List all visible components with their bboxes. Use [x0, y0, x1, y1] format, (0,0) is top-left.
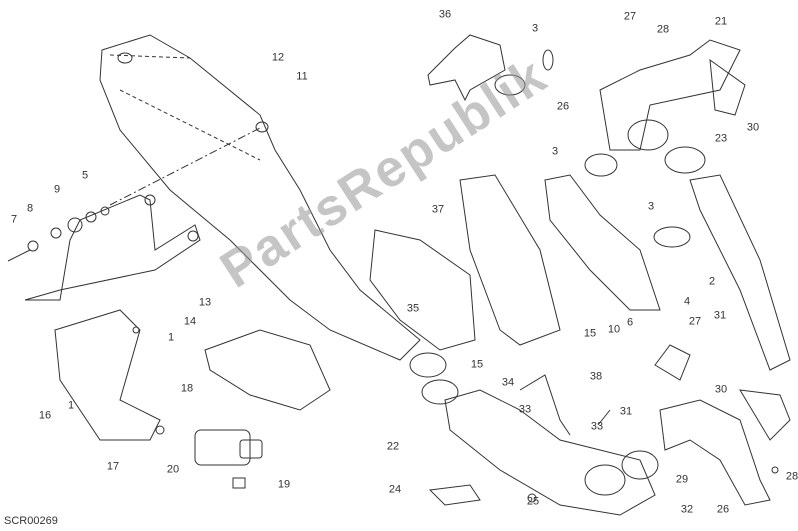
- callout-26: 26: [556, 100, 570, 113]
- cover-37: [369, 229, 476, 351]
- callout-31: 31: [619, 405, 633, 418]
- callout-1: 1: [167, 331, 175, 344]
- callout-2: 2: [708, 275, 716, 288]
- callout-25: 25: [526, 495, 540, 508]
- callout-26: 26: [716, 503, 730, 516]
- callout-22: 22: [386, 440, 400, 453]
- bracket-part: [24, 194, 201, 301]
- callout-16: 16: [38, 409, 52, 422]
- valve-bracket-part: [204, 329, 331, 411]
- callout-28: 28: [785, 470, 798, 483]
- heat-guard-part: [54, 309, 161, 441]
- callout-30: 30: [714, 383, 728, 396]
- callout-37: 37: [431, 203, 445, 216]
- callout-38: 38: [589, 370, 603, 383]
- callout-1: 1: [67, 399, 75, 412]
- callout-13: 13: [198, 296, 212, 309]
- callout-3: 3: [551, 145, 559, 158]
- callout-12: 12: [271, 51, 285, 64]
- callout-33: 33: [590, 420, 604, 433]
- cover-36: [427, 34, 506, 102]
- callout-5: 5: [81, 169, 89, 182]
- callout-19: 19: [277, 478, 291, 491]
- callout-29: 29: [675, 473, 689, 486]
- cover-4: [544, 174, 661, 311]
- callout-20: 20: [166, 463, 180, 476]
- callout-3: 3: [531, 22, 539, 35]
- callout-35: 35: [406, 302, 420, 315]
- callout-9: 9: [53, 183, 61, 196]
- callout-36: 36: [438, 8, 452, 21]
- callout-4: 4: [683, 295, 691, 308]
- callout-6: 6: [626, 316, 634, 329]
- pipe-29: [659, 399, 771, 506]
- callout-17: 17: [106, 460, 120, 473]
- callout-15: 15: [470, 358, 484, 371]
- callout-24: 24: [388, 483, 402, 496]
- callout-31: 31: [713, 309, 727, 322]
- callout-7: 7: [10, 213, 18, 226]
- actuator-part: [194, 429, 251, 466]
- cover-38: [459, 174, 561, 346]
- callout-10: 10: [607, 323, 621, 336]
- pipe-2: [689, 174, 791, 371]
- callout-34: 34: [501, 376, 515, 389]
- callout-3: 3: [647, 200, 655, 213]
- callout-33: 33: [518, 403, 532, 416]
- callout-15: 15: [583, 327, 597, 340]
- silencer-part: [99, 34, 421, 361]
- callout-27: 27: [688, 315, 702, 328]
- callout-8: 8: [26, 202, 34, 215]
- callout-23: 23: [714, 132, 728, 145]
- callout-27: 27: [623, 10, 637, 23]
- pipe-21: [599, 39, 741, 151]
- diagram-code: SCR00269: [4, 515, 58, 527]
- callout-18: 18: [180, 382, 194, 395]
- callout-32: 32: [680, 503, 694, 516]
- callout-14: 14: [183, 315, 197, 328]
- callout-30: 30: [746, 121, 760, 134]
- pipe-32: [444, 389, 656, 516]
- callout-21: 21: [714, 15, 728, 28]
- callout-28: 28: [656, 23, 670, 36]
- callout-11: 11: [296, 70, 308, 83]
